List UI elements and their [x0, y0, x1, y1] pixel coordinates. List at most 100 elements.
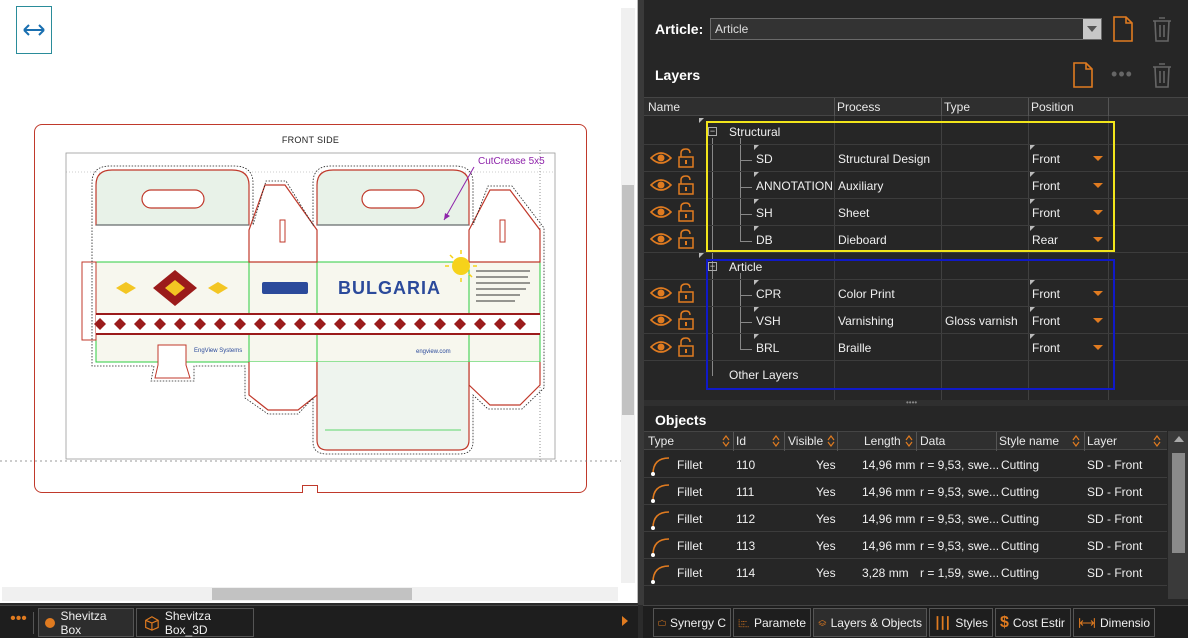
position-dropdown-icon[interactable] — [1093, 318, 1103, 323]
column-header-name[interactable]: Name — [648, 100, 681, 114]
layer-position[interactable]: Front — [1032, 287, 1061, 301]
unlock-icon[interactable] — [678, 202, 694, 222]
vertical-scroll-thumb[interactable] — [622, 185, 634, 415]
layer-row-sd[interactable]: SD Structural Design Front — [644, 145, 1188, 172]
layer-position[interactable]: Front — [1032, 179, 1061, 193]
layers-objects-splitter[interactable]: •••• — [644, 399, 1188, 407]
more-documents-button[interactable]: ••• — [4, 611, 34, 634]
collapse-icon[interactable]: − — [708, 261, 717, 271]
object-row[interactable]: Fillet 114 Yes 3,28 mm r = 1,59, swe... … — [644, 559, 1167, 586]
layer-group-structural[interactable]: − Structural — [644, 118, 1188, 145]
eye-icon[interactable] — [650, 339, 672, 355]
delete-article-button[interactable] — [1149, 14, 1175, 44]
layer-position[interactable]: Front — [1032, 152, 1061, 166]
layer-row-vsh[interactable]: VSH Varnishing Gloss varnish Front — [644, 307, 1188, 334]
column-header-visible[interactable]: Visible — [788, 434, 824, 448]
sort-icon[interactable] — [1072, 435, 1080, 447]
layer-position[interactable]: Front — [1032, 314, 1061, 328]
tab-shevitza-box[interactable]: Shevitza Box — [38, 608, 134, 637]
tabs-scroll-right-icon[interactable] — [622, 616, 628, 626]
sort-icon[interactable] — [905, 435, 913, 447]
eye-icon[interactable] — [650, 285, 672, 301]
collapse-icon[interactable]: − — [708, 126, 717, 136]
styles-icon — [936, 615, 949, 630]
objects-vertical-scrollbar[interactable] — [1168, 431, 1188, 599]
layer-position[interactable]: Front — [1032, 206, 1061, 220]
object-row[interactable]: Fillet 112 Yes 14,96 mm r = 9,53, swe...… — [644, 505, 1167, 532]
canvas-horizontal-scrollbar[interactable] — [2, 587, 618, 601]
document-tabbar: ••• Shevitza Box Shevitza Box_3D — [0, 605, 638, 638]
article-select[interactable]: Article — [710, 18, 1102, 40]
layer-row-db[interactable]: DB Dieboard Rear — [644, 226, 1188, 253]
unlock-icon[interactable] — [678, 229, 694, 249]
tab-parameters[interactable]: Paramete — [733, 608, 811, 637]
position-dropdown-icon[interactable] — [1093, 345, 1103, 350]
delete-layer-button[interactable] — [1149, 60, 1175, 90]
layer-name: BRL — [756, 341, 780, 355]
position-dropdown-icon[interactable] — [1093, 156, 1103, 161]
object-row[interactable]: Fillet 111 Yes 14,96 mm r = 9,53, swe...… — [644, 478, 1167, 505]
layer-group-article[interactable]: − Article — [644, 253, 1188, 280]
layer-name: DB — [756, 233, 773, 247]
column-header-data[interactable]: Data — [920, 434, 946, 448]
layer-group-other[interactable]: Other Layers — [644, 361, 1188, 388]
sort-icon[interactable] — [722, 435, 730, 447]
canvas-vertical-scrollbar[interactable] — [621, 8, 635, 583]
column-header-id[interactable]: Id — [736, 434, 747, 448]
tab-synergy[interactable]: Synergy C — [653, 608, 731, 637]
position-dropdown-icon[interactable] — [1093, 183, 1103, 188]
layer-row-annotation[interactable]: ANNOTATION Auxiliary Front — [644, 172, 1188, 199]
unlock-icon[interactable] — [678, 175, 694, 195]
unlock-icon[interactable] — [678, 337, 694, 357]
layer-position[interactable]: Rear — [1032, 233, 1059, 247]
column-header-process[interactable]: Process — [837, 100, 881, 114]
objects-scroll-thumb[interactable] — [1172, 453, 1185, 553]
column-header-position[interactable]: Position — [1031, 100, 1074, 114]
document-icon — [45, 617, 55, 628]
layer-row-cpr[interactable]: CPR Color Print Front — [644, 280, 1188, 307]
tab-label: Shevitza Box_3D — [164, 608, 211, 637]
sort-icon[interactable] — [772, 435, 780, 447]
tab-cost-estimation[interactable]: $ Cost Estir — [995, 608, 1071, 637]
column-header-length[interactable]: Length — [864, 434, 901, 448]
eye-icon[interactable] — [650, 231, 672, 247]
position-dropdown-icon[interactable] — [1093, 210, 1103, 215]
sort-icon[interactable] — [827, 435, 835, 447]
object-row[interactable]: Fillet 110 Yes 14,96 mm r = 9,53, swe...… — [644, 451, 1167, 478]
unlock-icon[interactable] — [678, 148, 694, 168]
tab-styles[interactable]: Styles — [929, 608, 993, 637]
fit-width-button[interactable] — [16, 6, 52, 54]
column-header-type[interactable]: Type — [944, 100, 971, 114]
drawing-canvas[interactable]: FRONT SIDE — [0, 0, 638, 603]
position-dropdown-icon[interactable] — [1093, 291, 1103, 296]
layer-process: Dieboard — [838, 233, 887, 247]
eye-icon[interactable] — [650, 204, 672, 220]
layer-position[interactable]: Front — [1032, 341, 1061, 355]
more-options-icon[interactable]: ••• — [1111, 63, 1133, 84]
chevron-down-icon[interactable] — [1083, 19, 1101, 39]
sort-icon[interactable] — [1153, 435, 1161, 447]
eye-icon[interactable] — [650, 150, 672, 166]
tab-label: Shevitza Box — [60, 608, 107, 637]
eye-icon[interactable] — [650, 177, 672, 193]
position-dropdown-icon[interactable] — [1093, 237, 1103, 242]
unlock-icon[interactable] — [678, 310, 694, 330]
scroll-up-icon[interactable] — [1174, 436, 1184, 442]
layer-row-brl[interactable]: BRL Braille Front — [644, 334, 1188, 361]
eye-icon[interactable] — [650, 312, 672, 328]
object-type: Fillet — [677, 485, 703, 499]
tab-shevitza-box-3d[interactable]: Shevitza Box_3D — [136, 608, 254, 637]
layers-section-title: Layers — [655, 67, 701, 83]
horizontal-scroll-thumb[interactable] — [212, 588, 412, 600]
object-row[interactable]: Fillet 113 Yes 14,96 mm r = 9,53, swe...… — [644, 532, 1167, 559]
new-layer-button[interactable] — [1070, 60, 1096, 90]
pane-splitter[interactable] — [638, 0, 643, 605]
unlock-icon[interactable] — [678, 283, 694, 303]
column-header-style-name[interactable]: Style name — [999, 434, 1060, 448]
column-header-type[interactable]: Type — [648, 434, 675, 448]
column-header-layer[interactable]: Layer — [1087, 434, 1118, 448]
tab-dimension[interactable]: Dimensio — [1073, 608, 1155, 637]
layer-row-sh[interactable]: SH Sheet Front — [644, 199, 1188, 226]
tab-layers-objects[interactable]: Layers & Objects — [813, 608, 927, 637]
new-article-button[interactable] — [1110, 14, 1136, 44]
